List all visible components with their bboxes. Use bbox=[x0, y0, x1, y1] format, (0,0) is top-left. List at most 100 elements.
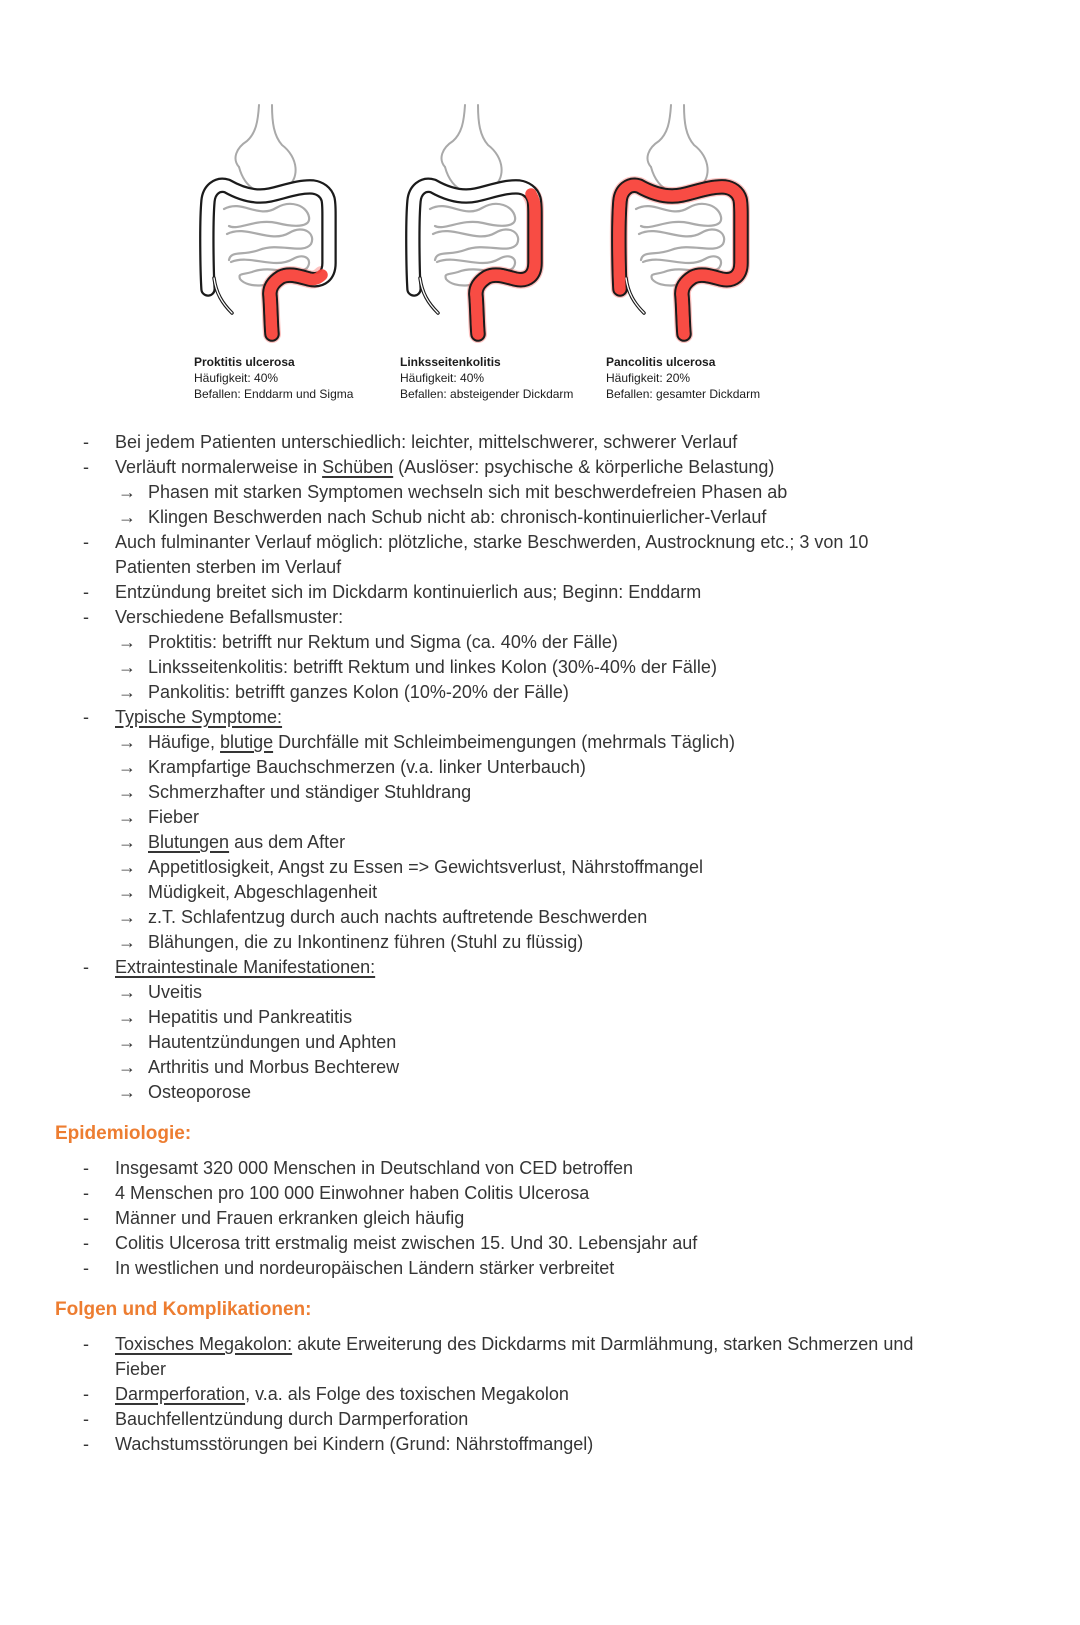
list-item-text: Arthritis und Morbus Bechterew bbox=[148, 1057, 400, 1077]
arrow-bullet: → bbox=[118, 757, 136, 777]
arrow-bullet: → bbox=[118, 857, 136, 877]
arrow-bullet: → bbox=[118, 807, 136, 827]
list-item: → Häufige, blutige Durchfälle mit Schleim… bbox=[118, 730, 1025, 755]
stomach-outline bbox=[646, 104, 709, 195]
list-item-text: Entzündung breitet sich im Dickdarm kont… bbox=[115, 582, 702, 602]
appendix-inner bbox=[625, 277, 645, 314]
list-item-text: Klingen Beschwerden nach Schub nicht ab:… bbox=[148, 507, 767, 527]
list-item: -4 Menschen pro 100 000 Einwohner haben … bbox=[83, 1181, 1025, 1206]
list-item-text: Colitis Ulcerosa tritt erstmalig meist z… bbox=[115, 1233, 698, 1253]
arrow-bullet: → bbox=[118, 982, 136, 1002]
list-item: →Proktitis: betrifft nur Rektum und Sigm… bbox=[118, 630, 1025, 655]
dash-bullet: - bbox=[83, 582, 89, 602]
dash-bullet: - bbox=[83, 607, 89, 627]
colon-highlight bbox=[613, 179, 747, 340]
figure-caption: Pancolitis ulcerosa Häufigkeit: 20% Befa… bbox=[606, 354, 800, 402]
dash-bullet: - bbox=[83, 1384, 89, 1404]
arrow-bullet: → bbox=[118, 732, 136, 752]
list-item: → Hautentzündungen und Aphten bbox=[118, 1030, 1025, 1055]
list-item: → Klingen Beschwerden nach Schub nicht ab… bbox=[118, 505, 1025, 530]
list-item: -Bauchfellentzündung durch Darmperforati… bbox=[83, 1407, 1025, 1432]
arrow-bullet: → bbox=[118, 632, 136, 652]
list-item-text: z.T. Schlafentzug durch auch nachts auft… bbox=[148, 907, 648, 927]
list-item-text: Schmerzhafter und ständiger Stuhldrang bbox=[148, 782, 472, 802]
arrow-bullet: → bbox=[118, 907, 136, 927]
list-item-text: Hepatitis und Pankreatitis bbox=[148, 1007, 353, 1027]
dash-bullet: - bbox=[83, 1233, 89, 1253]
dash-bullet: - bbox=[83, 1434, 89, 1454]
list-item: -Toxisches Megakolon: akute Erweiterung … bbox=[83, 1332, 1025, 1382]
arrow-bullet: → bbox=[118, 682, 136, 702]
list-item: -Männer und Frauen erkranken gleich häuf… bbox=[83, 1206, 1025, 1231]
list-item-text: Blähungen, die zu Inkontinenz führen (St… bbox=[148, 932, 584, 952]
figure-caption-affected: Befallen: gesamter Dickdarm bbox=[606, 387, 761, 401]
list-item: →Krampfartige Bauchschmerzen (v.a. linke… bbox=[118, 755, 1025, 780]
appendix bbox=[418, 276, 440, 315]
arrow-bullet: → bbox=[118, 507, 136, 527]
list-item-text: Appetitlosigkeit, Angst zu Essen => Gewi… bbox=[148, 857, 703, 877]
intestine-diagram-proktitis bbox=[199, 104, 337, 343]
figure-caption-title: Linksseitenkolitis bbox=[400, 355, 501, 369]
list-item: -In westlichen und nordeuropäischen Länd… bbox=[83, 1256, 1025, 1281]
list-item: → Osteoporose bbox=[118, 1080, 1025, 1105]
list-item: -Insgesamt 320 000 Menschen in Deutschla… bbox=[83, 1156, 1025, 1181]
list-item-text: Auch fulminanter Verlauf möglich: plötzl… bbox=[115, 532, 869, 577]
list-item-text: In westlichen und nordeuropäischen Lände… bbox=[115, 1258, 615, 1278]
figure-pancolitis: Pancolitis ulcerosa Häufigkeit: 20% Befa… bbox=[594, 98, 800, 402]
figure-caption-affected: Befallen: Enddarm und Sigma bbox=[194, 387, 354, 401]
intestine-diagram-linksseitenkolitis bbox=[405, 104, 544, 343]
list-item: -Verläuft normalerweise in Schüben (Ausl… bbox=[83, 455, 1025, 480]
list-item: →Pankolitis: betrifft ganzes Kolon (10%-… bbox=[118, 680, 1025, 705]
appendix bbox=[212, 276, 234, 315]
list-item-text: Verschiedene Befallsmuster: bbox=[115, 607, 344, 627]
list-item-text: 4 Menschen pro 100 000 Einwohner haben C… bbox=[115, 1183, 590, 1203]
dash-bullet: - bbox=[83, 957, 89, 977]
arrow-bullet: → bbox=[118, 1032, 136, 1052]
arrow-bullet: → bbox=[118, 482, 136, 502]
list-item-text: Bei jedem Patienten unterschiedlich: lei… bbox=[115, 432, 738, 452]
list-item: - Colitis Ulcerosa tritt erstmalig meist … bbox=[83, 1231, 1025, 1256]
list-item: - Extraintestinale Manifestationen: bbox=[83, 955, 1025, 980]
bullet-list: - Toxisches Megakolon: akute Erweiterung … bbox=[83, 1332, 1025, 1457]
list-item-text: Toxisches Megakolon: akute Erweiterung d… bbox=[115, 1334, 914, 1379]
dash-bullet: - bbox=[83, 1409, 89, 1429]
list-item-text: Osteoporose bbox=[148, 1082, 252, 1102]
figure-caption-frequency: Häufigkeit: 20% bbox=[606, 371, 691, 385]
figure-caption-frequency: Häufigkeit: 40% bbox=[400, 371, 485, 385]
intestine-diagram-pancolitis bbox=[609, 104, 750, 343]
colon-highlight bbox=[470, 188, 541, 340]
arrow-bullet: → bbox=[118, 782, 136, 802]
figure-caption-title: Proktitis ulcerosa bbox=[194, 355, 295, 369]
arrow-bullet: → bbox=[118, 657, 136, 677]
list-item: →Fieber bbox=[118, 805, 1025, 830]
list-item-text: Hautentzündungen und Aphten bbox=[148, 1032, 397, 1052]
arrow-bullet: → bbox=[118, 882, 136, 902]
list-item-text: Blutungen aus dem After bbox=[148, 832, 346, 852]
figure-caption-frequency: Häufigkeit: 40% bbox=[194, 371, 279, 385]
list-item: - Entzündung breitet sich im Dickdarm kon… bbox=[83, 580, 1025, 605]
appendix-inner bbox=[213, 277, 233, 314]
list-item-text: Häufige, blutige Durchfälle mit Schleimb… bbox=[148, 732, 735, 752]
stomach-outline bbox=[234, 104, 297, 195]
dash-bullet: - bbox=[83, 707, 89, 727]
list-item: → Uveitis bbox=[118, 980, 1025, 1005]
bullet-list: -Insgesamt 320 000 Menschen in Deutschla… bbox=[83, 1156, 1025, 1281]
list-item-text: Uveitis bbox=[148, 982, 203, 1002]
list-item-text: Extraintestinale Manifestationen: bbox=[115, 957, 376, 977]
list-item: →Arthritis und Morbus Bechterew bbox=[118, 1055, 1025, 1080]
stomach-outline bbox=[440, 104, 503, 195]
list-item: → z.T. Schlafentzug durch auch nachts auf… bbox=[118, 905, 1025, 930]
list-item: -Auch fulminanter Verlauf möglich: plötz… bbox=[83, 530, 1025, 580]
figure-linksseitenkolitis: Linksseitenkolitis Häufigkeit: 40% Befal… bbox=[388, 98, 594, 402]
list-item-text: Linksseitenkolitis: betrifft Rektum und … bbox=[148, 657, 717, 677]
arrow-bullet: → bbox=[118, 832, 136, 852]
list-item: -Wachstumsstörungen bei Kindern (Grund: … bbox=[83, 1432, 1025, 1457]
list-item: -Bei jedem Patienten unterschiedlich: le… bbox=[83, 430, 1025, 455]
document-body: - Bei jedem Patienten unterschiedlich: le… bbox=[55, 430, 1025, 1457]
list-item: → Appetitlosigkeit, Angst zu Essen => Gew… bbox=[118, 855, 1025, 880]
arrow-bullet: → bbox=[118, 1082, 136, 1102]
list-item: → Schmerzhafter und ständiger Stuhldrang bbox=[118, 780, 1025, 805]
list-item: →Müdigkeit, Abgeschlagenheit bbox=[118, 880, 1025, 905]
figure-proktitis: Proktitis ulcerosa Häufigkeit: 40% Befal… bbox=[182, 98, 388, 402]
list-item-text: Verläuft normalerweise in Schüben (Auslö… bbox=[115, 457, 775, 477]
